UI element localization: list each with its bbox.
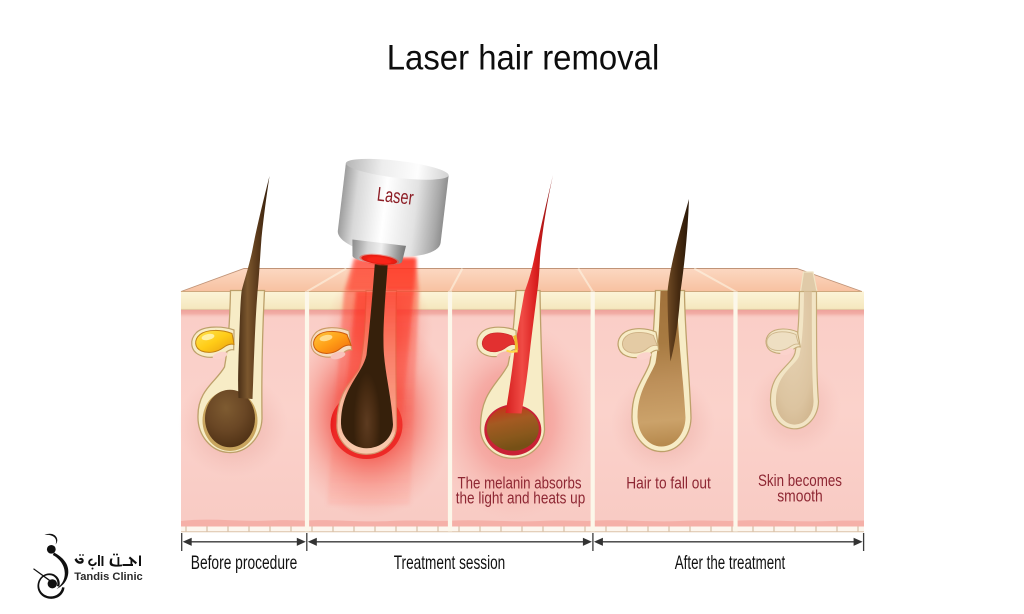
svg-text:Laser hair removal: Laser hair removal [387, 38, 660, 78]
svg-text:Laser: Laser [376, 184, 415, 210]
svg-text:After the treatment: After the treatment [675, 552, 786, 574]
svg-text:Tandis Clinic: Tandis Clinic [74, 571, 143, 583]
svg-text:Before procedure: Before procedure [191, 552, 298, 574]
svg-text:The melanin absorbs: The melanin absorbs [458, 474, 582, 492]
svg-text:smooth: smooth [777, 488, 823, 506]
svg-text:Treatment session: Treatment session [394, 552, 506, 574]
svg-text:the light and heats up: the light and heats up [456, 489, 586, 507]
svg-text:Skin becomes: Skin becomes [758, 472, 842, 490]
svg-text:Hair to fall out: Hair to fall out [626, 475, 711, 493]
